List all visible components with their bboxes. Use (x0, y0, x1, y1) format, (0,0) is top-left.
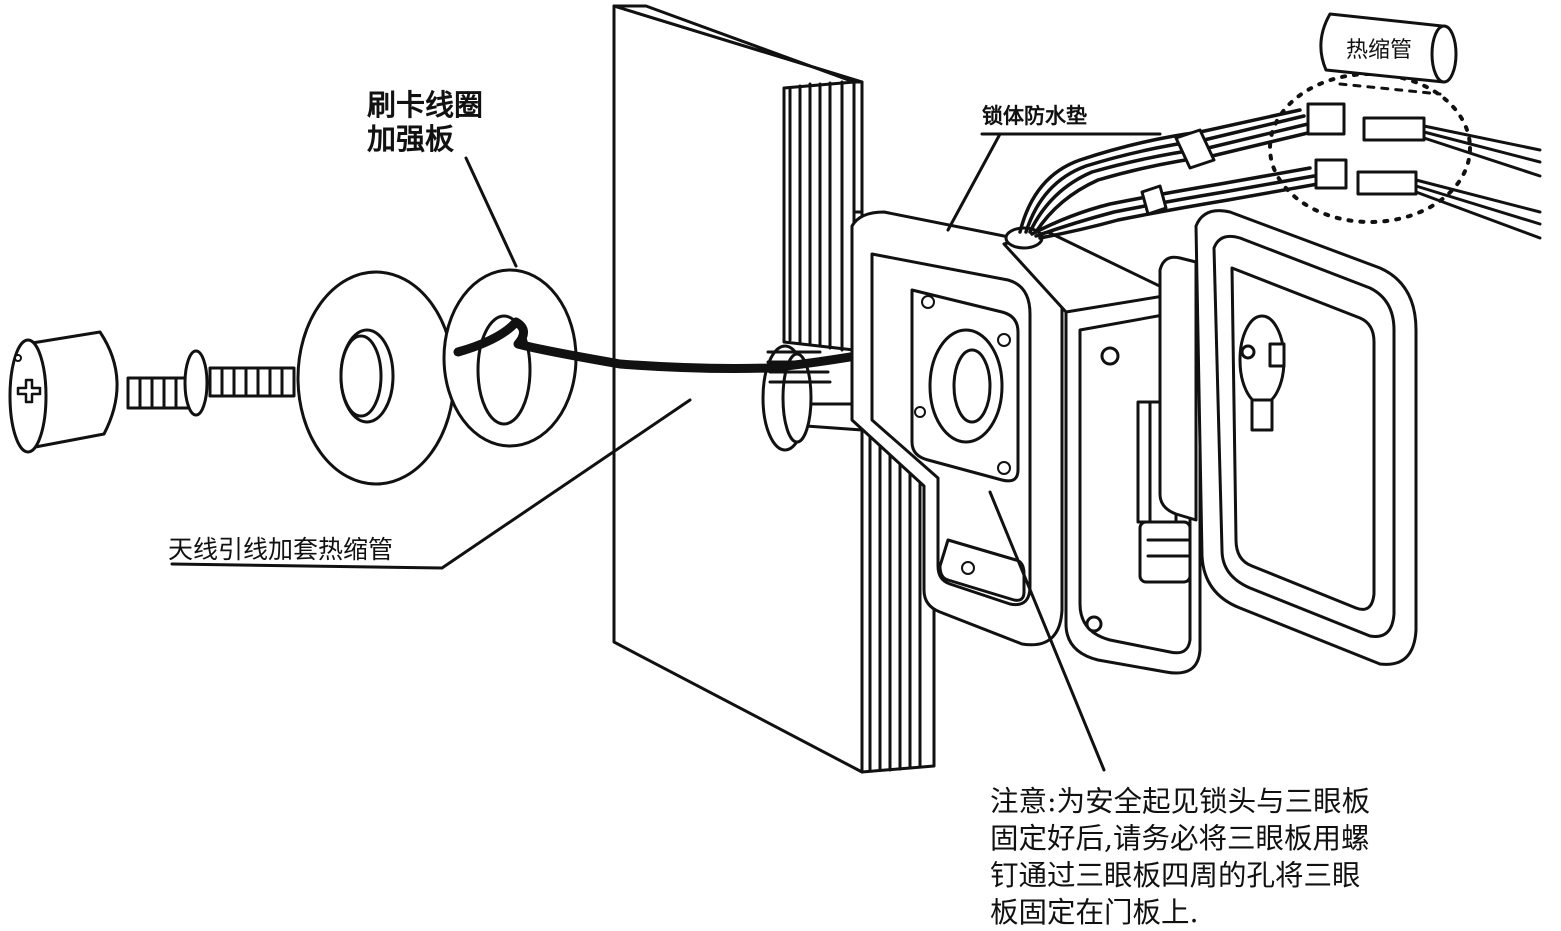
note-line-1: 注意:为安全起见锁头与三眼板 (990, 785, 1371, 818)
leader-lines (170, 132, 1162, 772)
leader-gasket-diag (946, 132, 1002, 232)
antenna-lead-label: 天线引线加套热缩管 (168, 535, 394, 564)
screw-cap (8, 330, 296, 454)
heat-shrink-label: 热缩管 (1346, 38, 1413, 63)
installation-note: 注意:为安全起见锁头与三眼板 固定好后,请务必将三眼板用螺 钉通过三眼板四周的孔… (990, 783, 1370, 931)
note-line-2: 固定好后,请务必将三眼板用螺 (990, 822, 1370, 855)
leader-card-coil (464, 156, 518, 268)
waterproof-gasket (1158, 209, 1418, 666)
leader-note (988, 490, 1106, 772)
door-hole (761, 344, 832, 452)
wire-harness (1018, 108, 1320, 240)
wire-connectors (1306, 102, 1542, 240)
card-coil-label-line1: 刷卡线圈 (367, 88, 484, 122)
heat-shrink-dashes (1338, 82, 1442, 96)
card-coil-label: 刷卡线圈 加强板 (367, 88, 483, 156)
card-coil-label-line2: 加强板 (367, 122, 455, 156)
heat-shrink-tube (1319, 12, 1458, 84)
reinforcement-ring (296, 270, 456, 486)
lock-gasket-label: 锁体防水垫 (982, 104, 1087, 128)
connector-highlight-circle (1268, 72, 1472, 224)
card-coil (442, 268, 578, 448)
leader-antenna (170, 398, 692, 570)
note-line-4: 板固定在门板上. (990, 896, 1199, 929)
note-line-3: 钉通过三眼板四周的孔将三眼 (990, 859, 1361, 892)
